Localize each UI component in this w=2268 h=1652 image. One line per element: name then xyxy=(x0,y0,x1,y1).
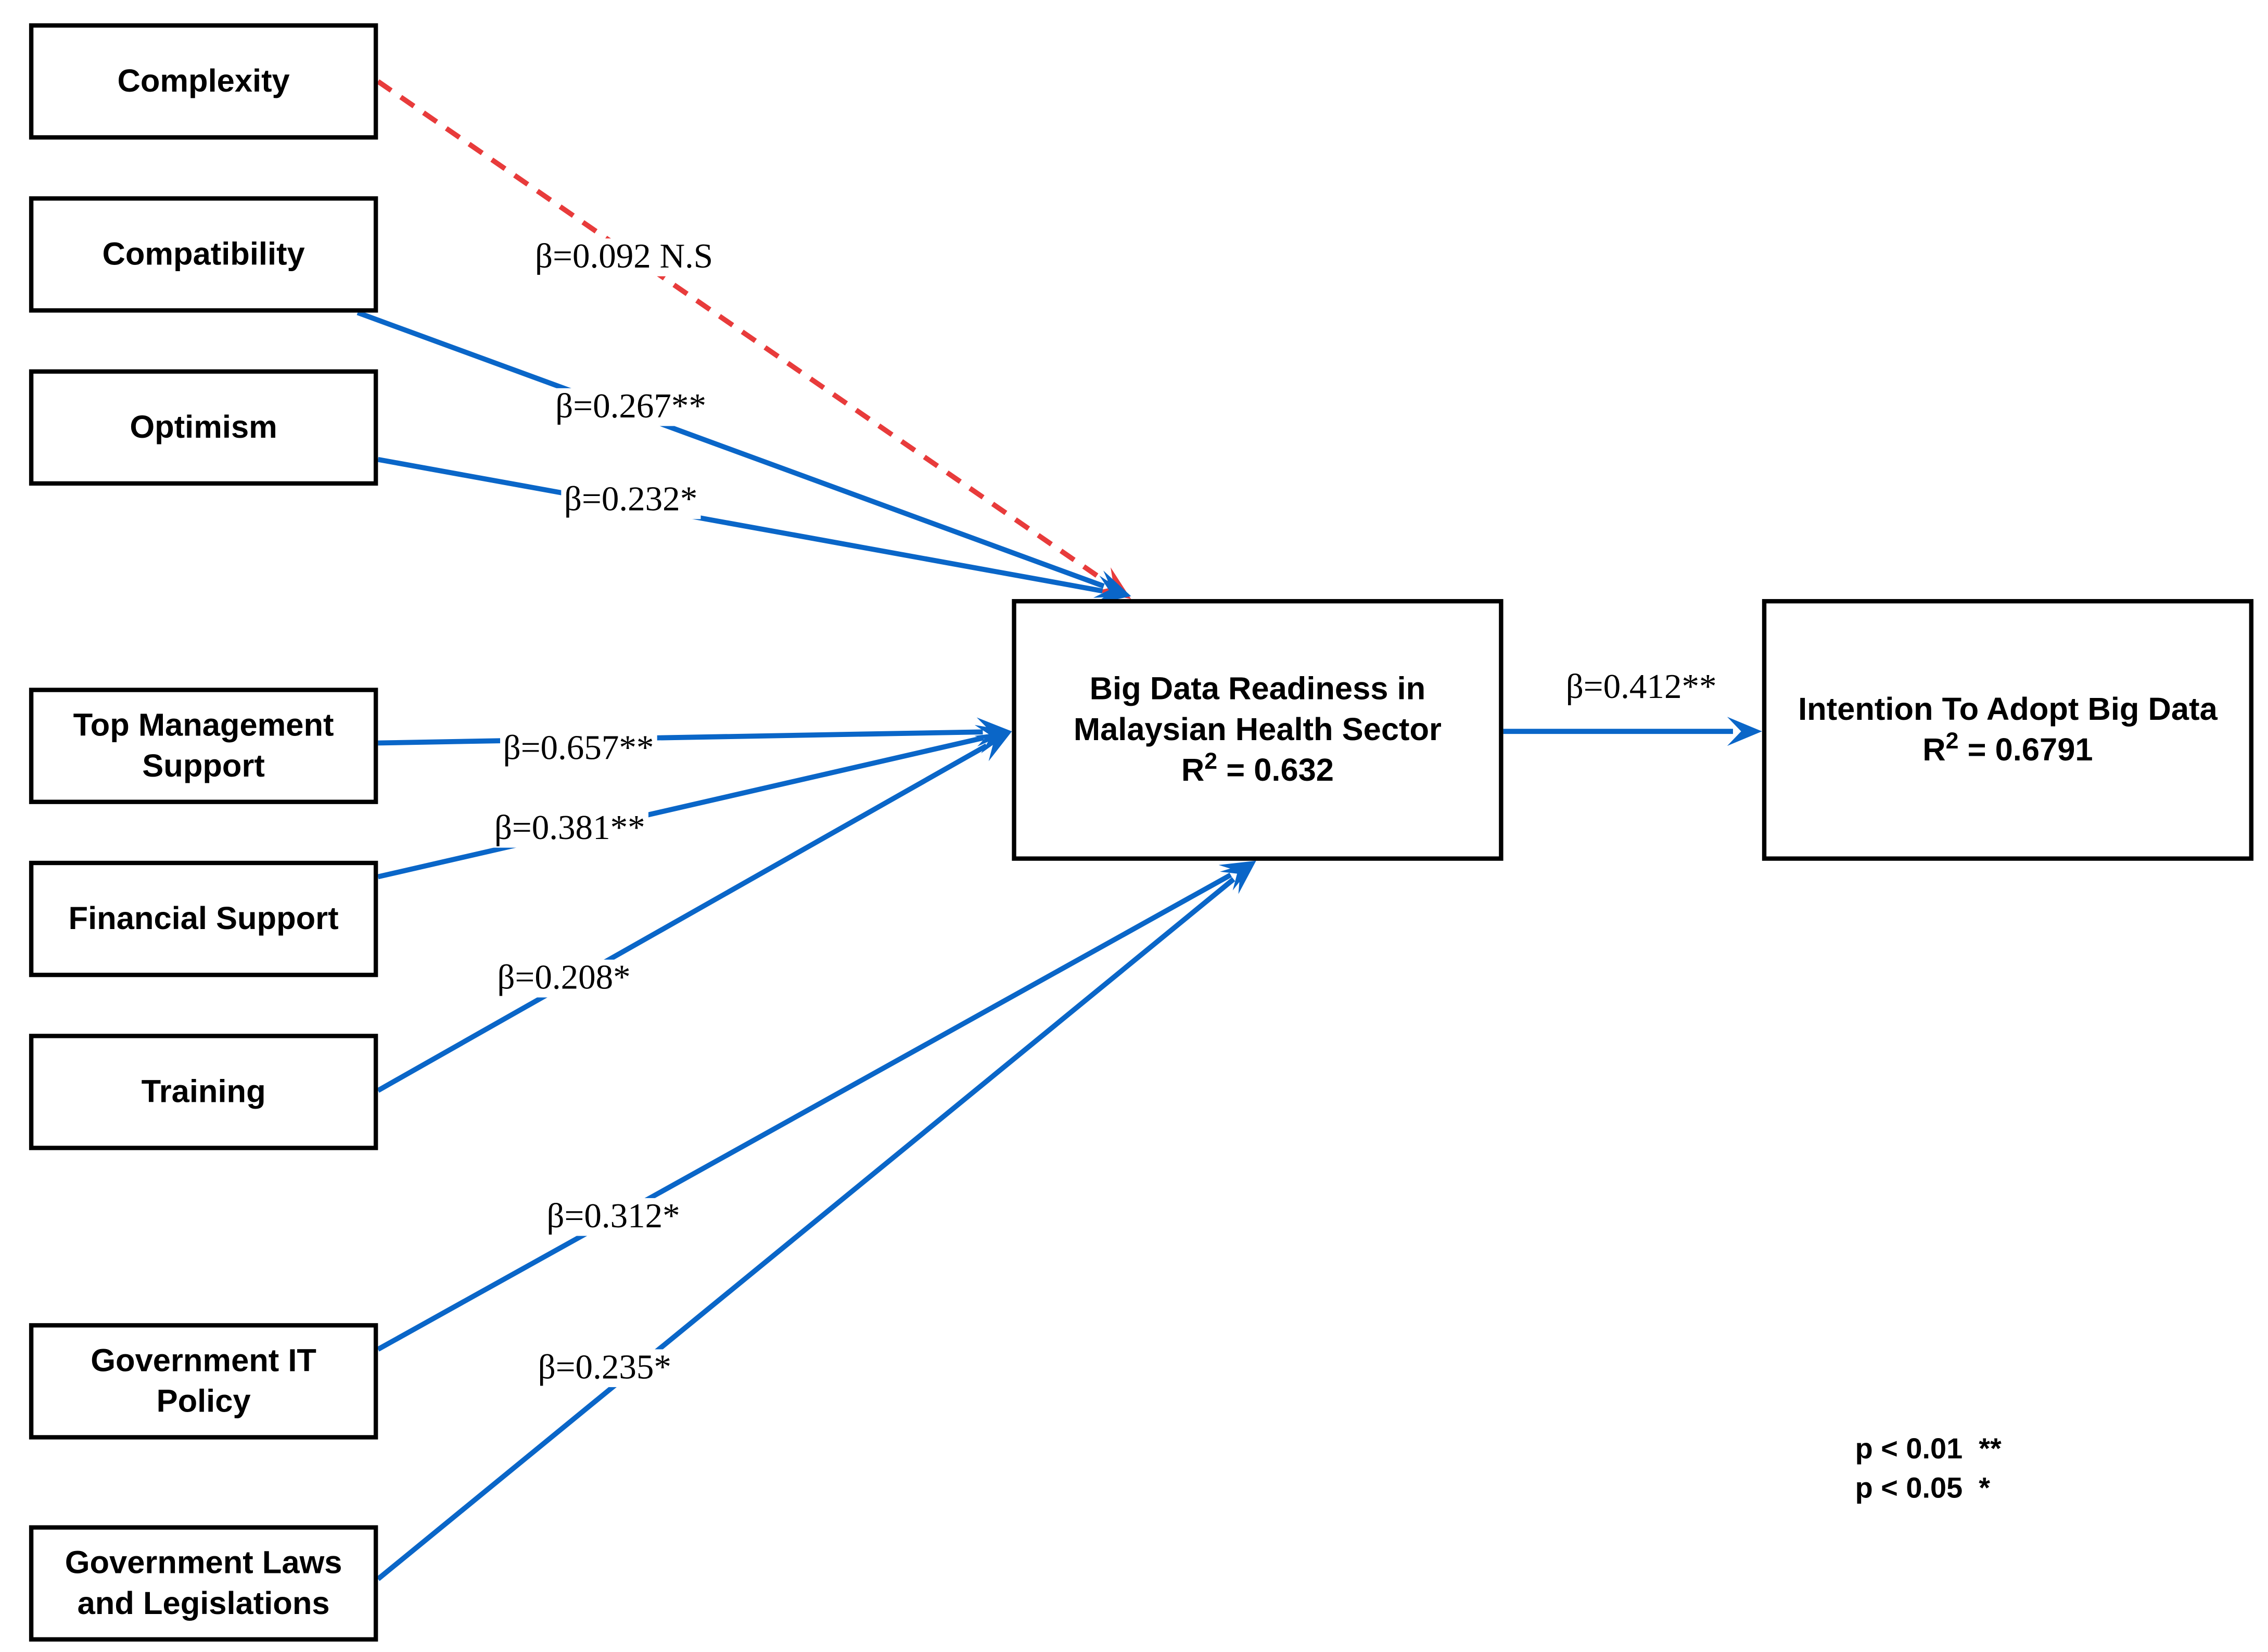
readiness-label-line2: Malaysian Health Sector xyxy=(1073,711,1442,747)
construct-optimism: Optimism xyxy=(29,369,378,486)
construct-government-it-policy: Government IT Policy xyxy=(29,1323,378,1440)
construct-label: Compatibility xyxy=(102,235,305,272)
beta-optimism: β=0.232* xyxy=(561,481,700,519)
construct-label: Government Laws xyxy=(65,1544,342,1581)
construct-financial-support: Financial Support xyxy=(29,860,378,977)
construct-compatibility: Compatibility xyxy=(29,196,378,313)
path-line-optimism xyxy=(377,456,1103,594)
construct-label: Policy xyxy=(156,1382,251,1419)
construct-label: Financial Support xyxy=(68,900,339,937)
construct-government-laws: Government Laws and Legislations xyxy=(29,1525,378,1642)
beta-readiness-to-intention: β=0.412** xyxy=(1563,669,1720,707)
path-line-top-management-support xyxy=(378,729,983,746)
construct-label: Training xyxy=(141,1073,266,1110)
arrowhead-readiness xyxy=(1727,717,1762,746)
path-line-government-it-policy xyxy=(376,872,1232,1352)
intention-r-squared: R2 = 0.6791 xyxy=(1922,730,2093,770)
construct-top-management-support: Top Management Support xyxy=(29,688,378,804)
r-squared-value: = 0.6791 xyxy=(1958,731,2093,768)
intention-label: Intention To Adopt Big Data xyxy=(1798,690,2218,727)
construct-intention-to-adopt: Intention To Adopt Big Data R2 = 0.6791 xyxy=(1762,599,2254,861)
path-line-government-laws xyxy=(376,877,1235,1581)
beta-complexity: β=0.092 N.S xyxy=(532,238,716,276)
construct-big-data-readiness: Big Data Readiness in Malaysian Health S… xyxy=(1012,599,1503,861)
beta-top-management-support: β=0.657** xyxy=(500,730,657,768)
beta-government-laws: β=0.235* xyxy=(535,1349,674,1388)
beta-government-it-policy: β=0.312* xyxy=(543,1198,683,1236)
legend-p005: p < 0.05 * xyxy=(1855,1472,1990,1505)
beta-financial-support: β=0.381** xyxy=(491,810,648,848)
path-line-compatibility xyxy=(356,310,1105,589)
r-squared-symbol: R xyxy=(1922,731,1946,768)
r-squared-value: = 0.632 xyxy=(1217,752,1334,789)
r-squared-symbol: R xyxy=(1181,752,1205,789)
construct-label: Complexity xyxy=(117,62,290,99)
readiness-r-squared: R2 = 0.632 xyxy=(1181,750,1334,791)
path-line-training xyxy=(376,743,988,1093)
path-line-financial-support xyxy=(377,735,984,880)
arrowhead-government-laws xyxy=(1220,860,1256,894)
construct-label: Optimism xyxy=(130,408,277,445)
r-squared-exponent: 2 xyxy=(1204,749,1218,775)
construct-training: Training xyxy=(29,1034,378,1150)
arrowhead-optimism xyxy=(1094,575,1131,605)
significance-legend: p < 0.01 ** p < 0.05 * xyxy=(1855,1431,2002,1509)
arrowhead-training xyxy=(974,731,1012,761)
r-squared-exponent: 2 xyxy=(1945,729,1959,754)
beta-training: β=0.208* xyxy=(494,959,634,998)
construct-label: Government IT xyxy=(91,1342,316,1379)
legend-p001: p < 0.01 ** xyxy=(1855,1433,2002,1466)
construct-label: and Legislations xyxy=(77,1585,330,1621)
path-line-complexity xyxy=(376,79,1109,585)
construct-complexity: Complexity xyxy=(29,23,378,140)
construct-label: Top Management xyxy=(73,706,334,743)
beta-compatibility: β=0.267** xyxy=(552,388,709,426)
readiness-label-line1: Big Data Readiness in xyxy=(1089,670,1426,707)
construct-label: Support xyxy=(142,747,265,784)
